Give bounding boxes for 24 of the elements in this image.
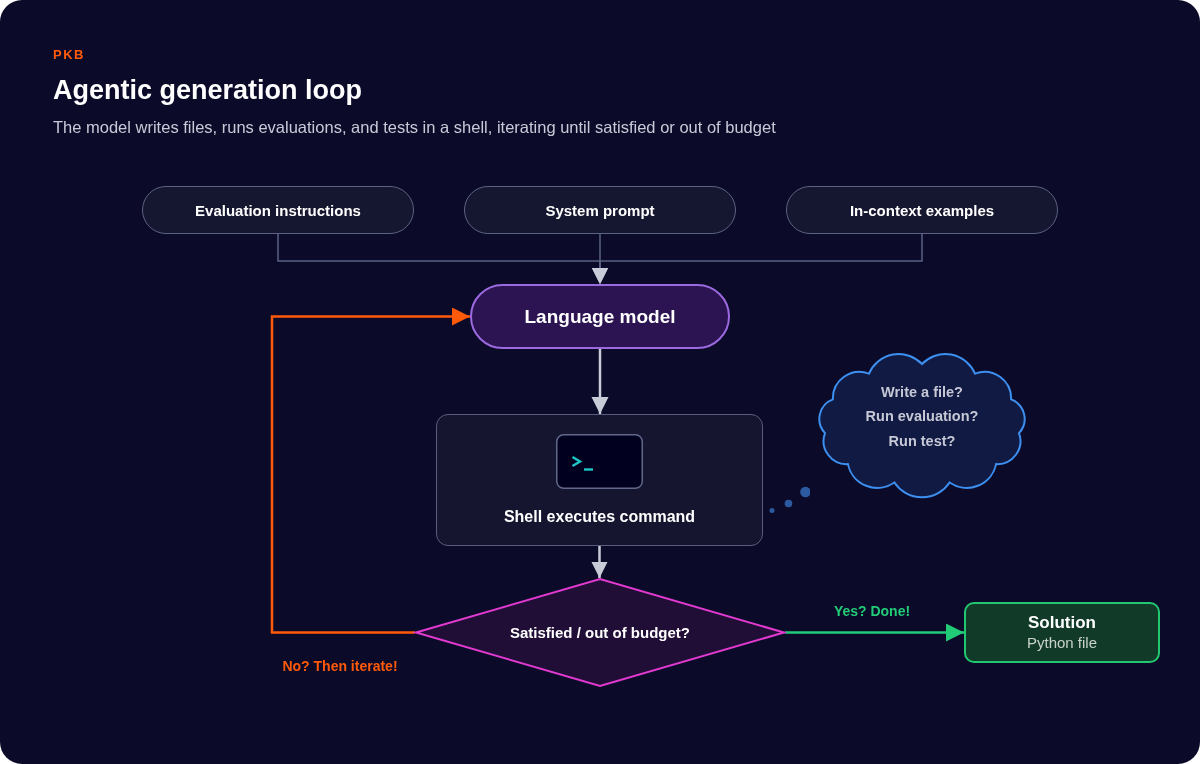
shell-node <box>436 414 763 546</box>
thought-text: Write a file? <box>881 382 963 402</box>
node-text: Language model <box>524 304 676 329</box>
input-node <box>464 186 736 234</box>
node-text: In-context examples <box>849 200 995 220</box>
arrow <box>591 349 609 414</box>
arrow <box>591 546 608 578</box>
eyebrow-label: PKB <box>53 47 85 62</box>
diagram-subtitle: The model writes files, runs evaluations, and tests in a shell, iterating until satisfied or out of budget <box>53 117 776 138</box>
node-text: Evaluation instructions <box>195 200 361 220</box>
node-text: System prompt <box>545 200 655 220</box>
input-node <box>786 186 1058 234</box>
thought-text: Run evaluation? <box>865 407 979 427</box>
arrow <box>785 623 964 642</box>
diagram-title: Agentic generation loop <box>53 74 362 106</box>
thought-text: Run test? <box>888 431 956 451</box>
solution-node <box>964 602 1160 663</box>
input-node <box>142 186 414 234</box>
node-text: Shell executes command <box>503 507 696 527</box>
node-subtitle: Python file <box>1026 633 1097 653</box>
arrow <box>592 233 923 285</box>
node-title: Solution <box>1028 612 1096 633</box>
node-text: Satisfied / out of budget? <box>510 623 690 642</box>
arrow <box>270 307 470 634</box>
